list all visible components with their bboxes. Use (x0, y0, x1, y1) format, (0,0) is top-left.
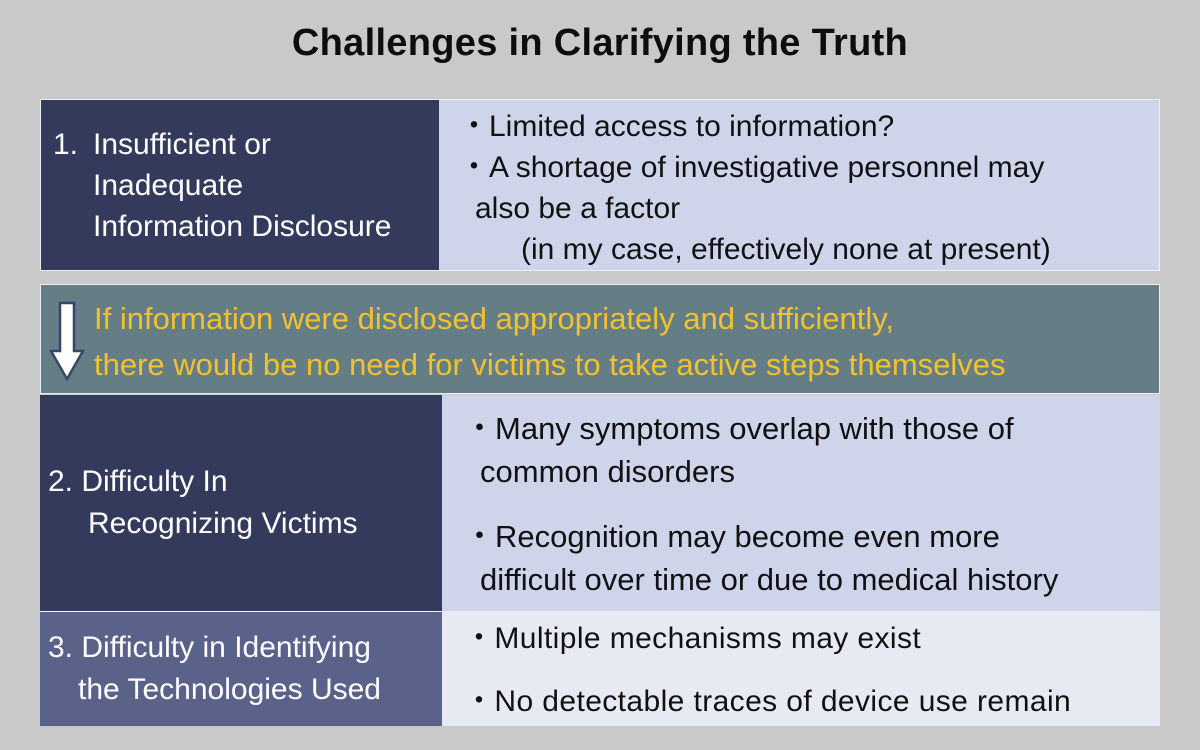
bullet-continuation: difficult over time or due to medical hi… (480, 562, 1059, 597)
section-label-line: Insufficient or (93, 127, 271, 161)
bullet-item: ・Multiple mechanisms may exist (464, 622, 922, 655)
section-3-details: ・Multiple mechanisms may exist ・No detec… (442, 612, 1160, 726)
section-number: 3. (48, 631, 74, 664)
section-number: 1. (53, 127, 79, 161)
section-2-details: ・Many symptoms overlap with those of com… (442, 395, 1160, 611)
bullet-item: ・No detectable traces of device use rema… (464, 685, 1072, 718)
section-1-details: ・Limited access to information? ・A short… (439, 100, 1159, 270)
down-arrow-icon (49, 301, 85, 381)
banner-line: If information were disclosed appropriat… (94, 301, 895, 336)
section-label-line: Difficulty in Identifying (81, 631, 371, 664)
section-3-label: 3. Difficulty in Identifying the Technol… (40, 612, 442, 726)
section-2: 2. Difficulty In Recognizing Victims ・Ma… (40, 395, 1160, 611)
section-3: 3. Difficulty in Identifying the Technol… (40, 612, 1160, 726)
bullet-item: ・A shortage of investigative personnel m… (459, 151, 1045, 184)
section-2-label: 2. Difficulty In Recognizing Victims (40, 395, 442, 611)
section-label-line: the Technologies Used (78, 673, 381, 706)
section-number: 2. (48, 465, 74, 498)
section-label-line: Recognizing Victims (88, 507, 358, 540)
banner-line: there would be no need for victims to ta… (94, 347, 1006, 382)
section-1-label: 1. Insufficient or Inadequate Information… (41, 100, 439, 270)
bullet-continuation: common disorders (480, 454, 735, 489)
section-label-line: Inadequate (93, 168, 244, 202)
bullet-item: ・Many symptoms overlap with those of (464, 411, 1014, 446)
section-1: 1. Insufficient or Inadequate Information… (40, 99, 1160, 271)
bullet-item: ・Limited access to information? (459, 110, 895, 143)
bullet-continuation: (in my case, effectively none at present… (521, 233, 1051, 266)
conclusion-banner: If information were disclosed appropriat… (40, 284, 1160, 394)
bullet-item: ・Recognition may become even more (464, 519, 1000, 554)
bullet-continuation: also be a factor (475, 192, 681, 225)
section-label-line: Information Disclosure (93, 209, 392, 243)
page-title: Challenges in Clarifying the Truth (291, 22, 909, 64)
row-divider (40, 611, 1160, 612)
section-label-line: Difficulty In (81, 465, 228, 498)
